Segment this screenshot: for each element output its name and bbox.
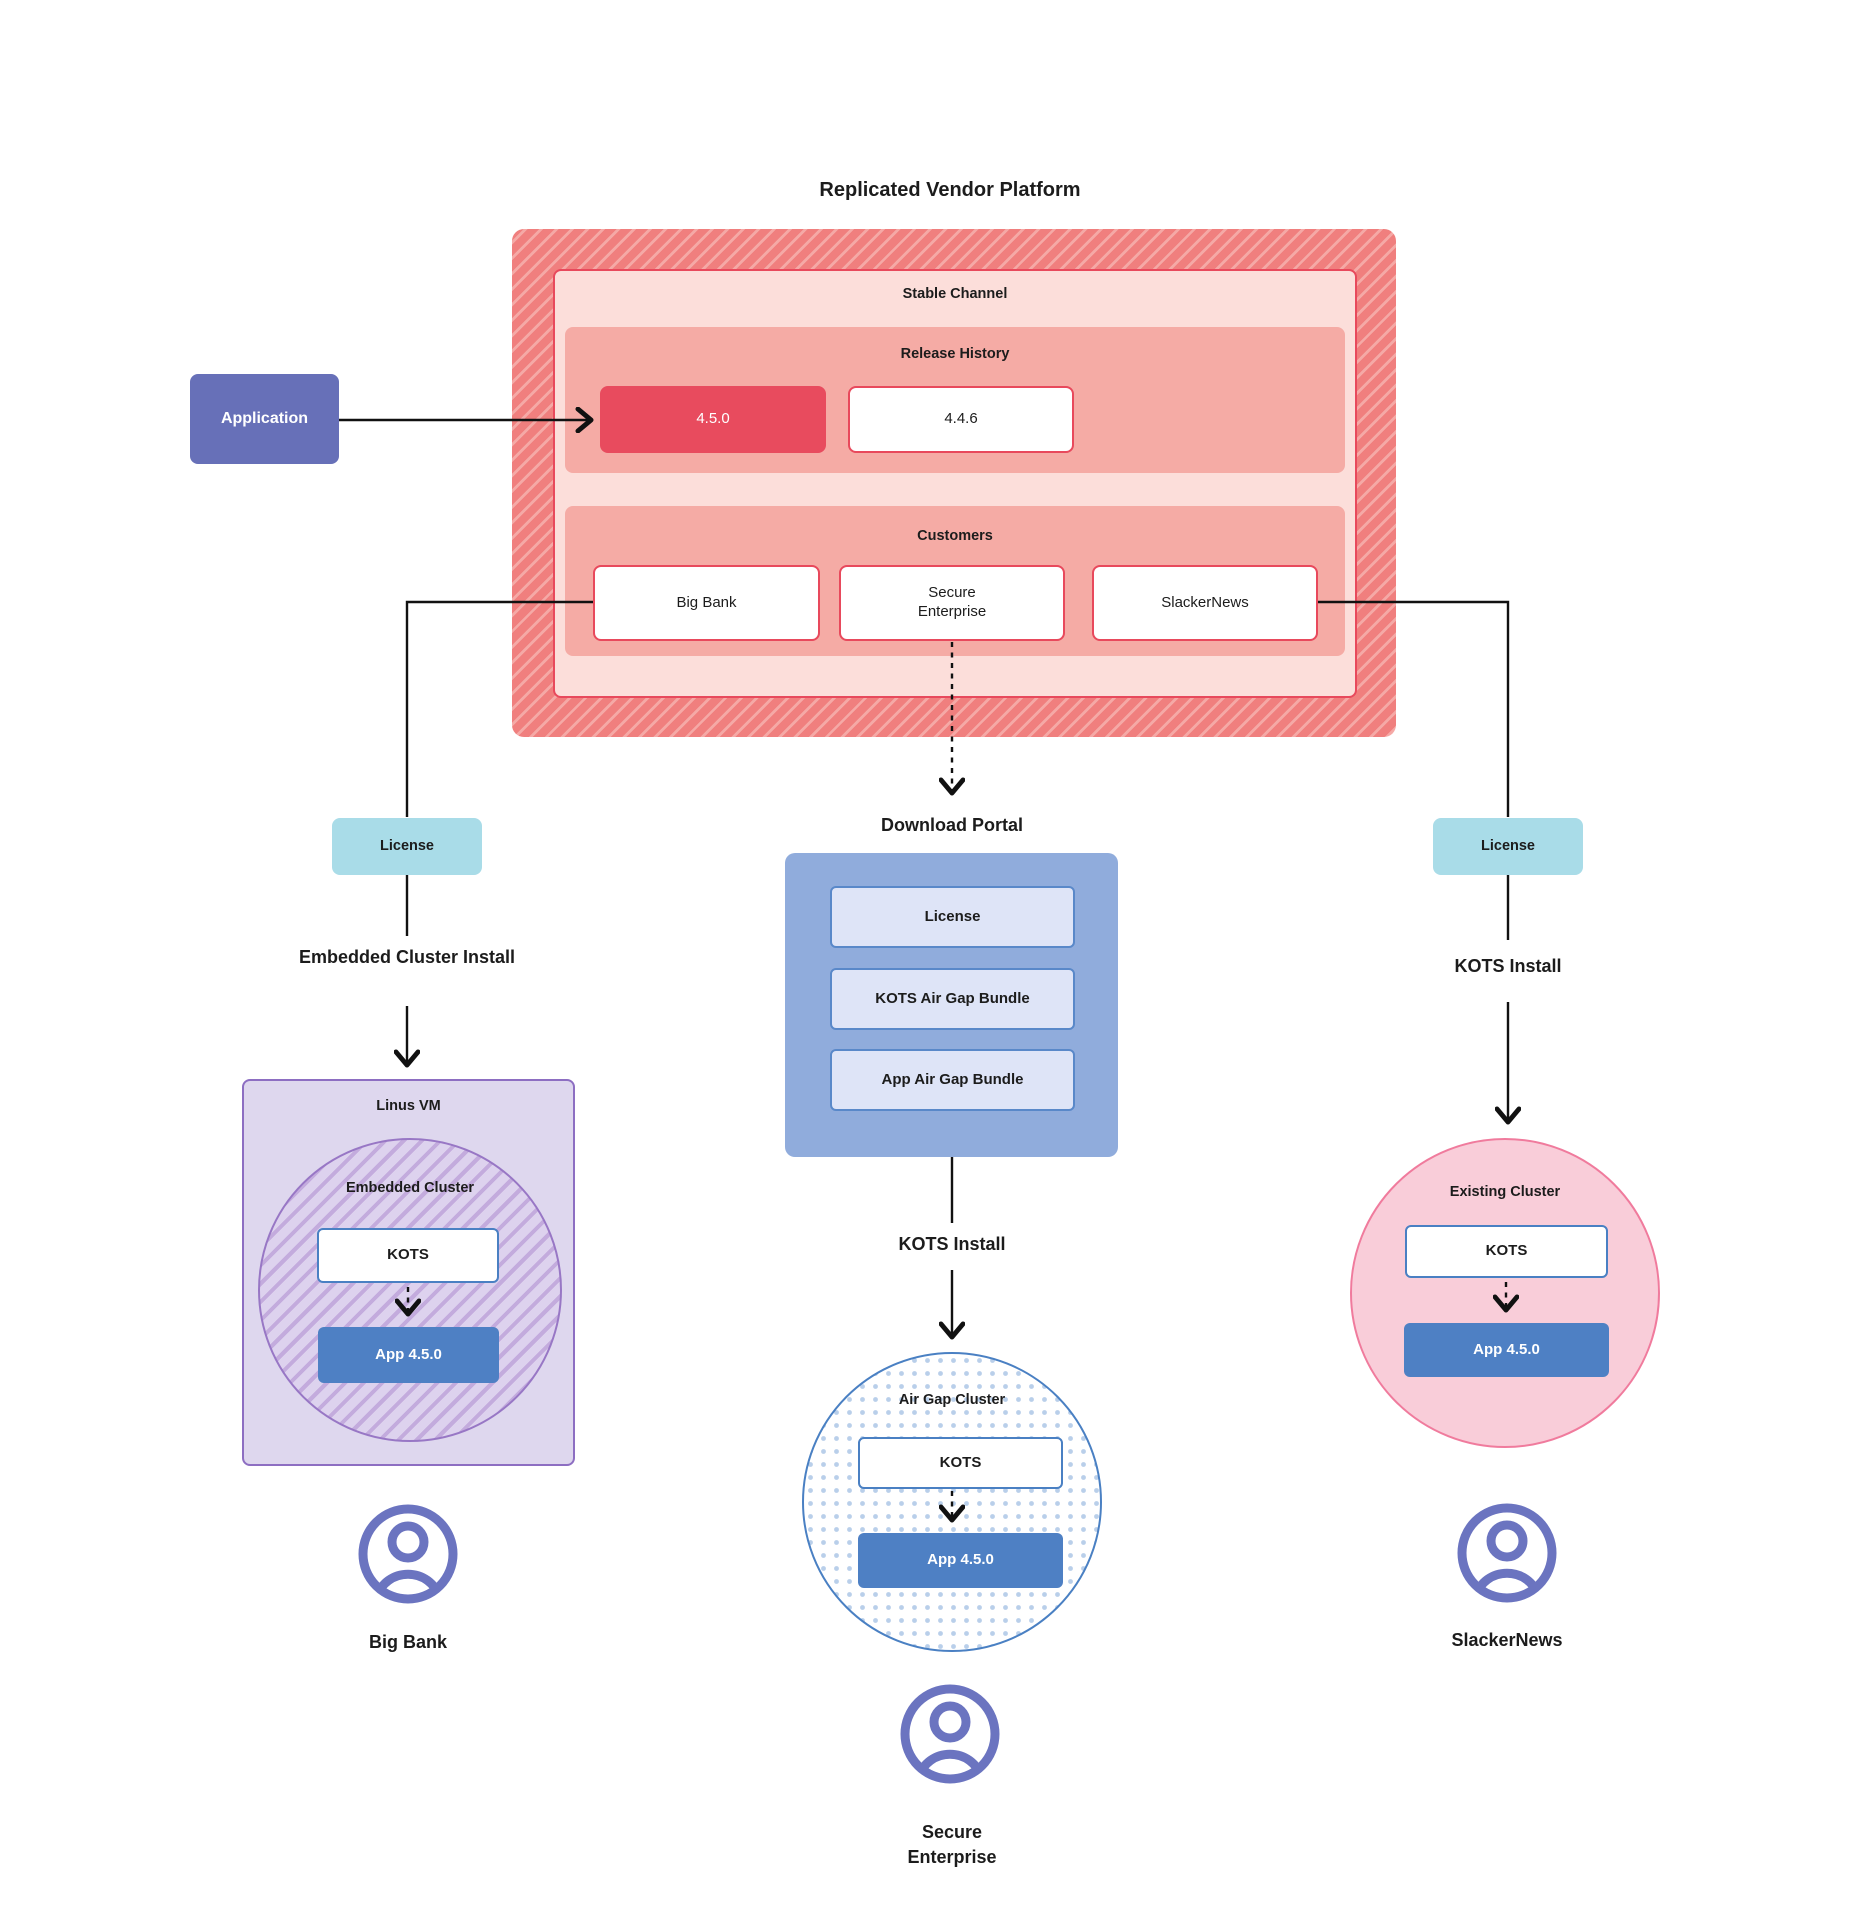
kots-install-label-right: KOTS Install [1454, 956, 1562, 976]
app-version-node-left: App 4.5.0 [318, 1327, 499, 1383]
air-gap-cluster-circle [802, 1352, 1102, 1652]
customers-label: Customers [917, 528, 993, 544]
embedded-cluster-install-label: Embedded Cluster Install [298, 947, 516, 967]
stable-channel-label: Stable Channel [902, 286, 1008, 302]
existing-cluster-label: Existing Cluster [1449, 1184, 1561, 1200]
customer-node-secure-enterprise-label: Secure Enterprise [917, 584, 987, 620]
secure-enterprise-user-label: Secure Enterprise [907, 1822, 997, 1867]
embedded-cluster-circle [258, 1138, 562, 1442]
application-node: Application [190, 374, 339, 464]
kots-node-left: KOTS [317, 1228, 499, 1283]
kots-node-right: KOTS [1405, 1225, 1608, 1278]
kots-node-center: KOTS [858, 1437, 1063, 1489]
app-version-node-right: App 4.5.0 [1404, 1323, 1609, 1377]
big-bank-user-label: Big Bank [368, 1632, 447, 1652]
release-history-label: Release History [900, 346, 1010, 362]
portal-item-kots-bundle: KOTS Air Gap Bundle [830, 968, 1075, 1030]
customer-node-big-bank: Big Bank [593, 565, 820, 641]
release-version-previous: 4.4.6 [848, 386, 1074, 453]
app-version-node-center: App 4.5.0 [858, 1533, 1063, 1588]
portal-item-license: License [830, 886, 1075, 948]
linus-vm-label: Linus VM [376, 1098, 441, 1114]
customer-node-secure-enterprise: Secure Enterprise [839, 565, 1065, 641]
user-icon [1457, 1503, 1557, 1603]
license-node-right: License [1433, 818, 1583, 875]
user-icon [900, 1684, 1000, 1784]
release-version-current: 4.5.0 [600, 386, 826, 453]
diagram-title: Replicated Vendor Platform [819, 179, 1081, 201]
download-portal-label: Download Portal [880, 815, 1023, 835]
user-icon [358, 1504, 458, 1604]
license-node-left: License [332, 818, 482, 875]
customer-node-slackernews: SlackerNews [1092, 565, 1318, 641]
air-gap-cluster-label: Air Gap Cluster [898, 1392, 1006, 1408]
embedded-cluster-label: Embedded Cluster [345, 1180, 475, 1196]
slackernews-user-label: SlackerNews [1451, 1630, 1563, 1650]
portal-item-app-bundle: App Air Gap Bundle [830, 1049, 1075, 1111]
kots-install-label-center: KOTS Install [898, 1234, 1006, 1254]
